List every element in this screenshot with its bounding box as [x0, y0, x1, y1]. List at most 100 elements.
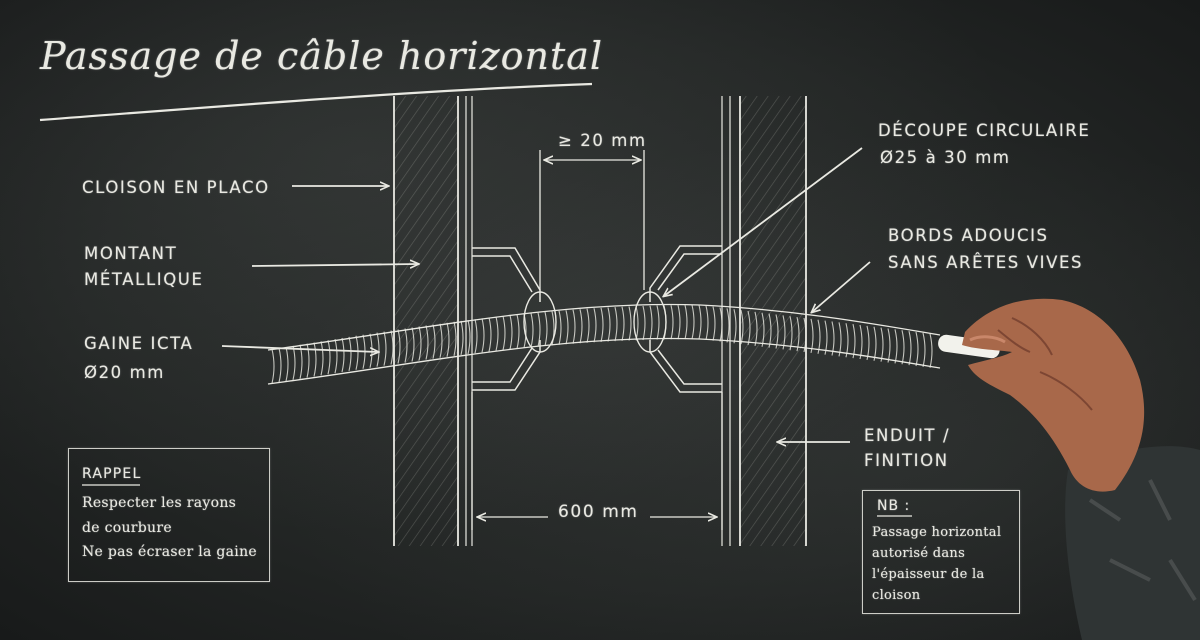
conduit-rib — [719, 307, 723, 342]
conduit-rib — [446, 322, 450, 357]
cutout-left — [523, 291, 557, 353]
rappel-box — [68, 448, 270, 582]
rappel-heading: RAPPEL — [82, 466, 142, 482]
metal-stud-right — [649, 245, 722, 393]
conduit-rib — [600, 307, 604, 343]
label-gaine-line2: Ø20 mm — [84, 363, 165, 382]
conduit-rib — [453, 321, 457, 356]
rappel-line-3: Ne pas écraser la gaine — [82, 544, 257, 560]
conduit-rib — [425, 325, 429, 360]
conduit-rib — [873, 326, 877, 361]
conduit-rib — [894, 329, 898, 364]
conduit-rib — [537, 312, 541, 347]
conduit-rib — [712, 306, 716, 341]
conduit-rib — [579, 309, 583, 344]
conduit-rib — [887, 328, 891, 363]
conduit-rib — [775, 314, 779, 349]
conduit-rib — [292, 345, 296, 381]
conduit-rib — [495, 316, 499, 351]
conduit-rib — [551, 311, 555, 346]
conduit-rib — [740, 309, 744, 345]
conduit-rib — [922, 332, 926, 368]
conduit-rib — [404, 328, 408, 363]
conduit-rib — [796, 316, 800, 352]
conduit-rib — [432, 324, 436, 359]
nb-line-2: autorisé dans — [872, 546, 966, 561]
conduit-rib — [411, 327, 415, 362]
conduit-rib — [761, 312, 765, 347]
sleeve — [1065, 446, 1200, 640]
conduit-rib — [334, 338, 338, 374]
conduit-rib — [726, 308, 730, 343]
conduit-rib — [439, 323, 443, 358]
conduit-rib — [369, 333, 373, 368]
conduit-rib — [663, 305, 667, 340]
conduit-rib — [390, 330, 394, 365]
conduit-rib — [635, 306, 639, 341]
conduit-rib — [782, 315, 786, 350]
conduit-rib — [901, 330, 905, 365]
nb-line-1: Passage horizontal — [872, 525, 1002, 540]
dimension-top — [539, 150, 645, 290]
conduit-rib — [460, 320, 464, 356]
gaine-icta-conduit — [267, 303, 941, 385]
conduit-rib — [824, 320, 828, 355]
arrow-bords — [812, 261, 871, 312]
label-cloison: CLOISON EN PLACO — [82, 178, 270, 197]
conduit-rib — [306, 343, 310, 378]
conduit-rib — [313, 342, 317, 377]
conduit-rib — [586, 308, 590, 343]
conduit-rib — [376, 332, 380, 367]
conduit-rib — [593, 308, 597, 343]
label-decoupe-line1: DÉCOUPE CIRCULAIRE — [878, 121, 1091, 140]
conduit-rib — [705, 305, 709, 340]
title-underline — [39, 82, 593, 122]
conduit-rib — [558, 310, 562, 345]
hand-holding-chalk — [938, 298, 1200, 640]
conduit-rib — [285, 346, 289, 382]
conduit-rib — [733, 309, 737, 344]
conduit-rib — [327, 340, 331, 375]
conduit-rib — [810, 318, 814, 354]
rappel-line-2: de courbure — [82, 520, 172, 536]
arrow-gaine — [221, 345, 378, 352]
conduit-rib — [866, 325, 870, 361]
label-gaine-line1: GAINE ICTA — [84, 334, 194, 353]
label-montant-line1: MONTANT — [84, 244, 178, 263]
conduit-rib — [684, 304, 688, 340]
conduit-rib — [299, 344, 303, 379]
conduit-rib — [852, 323, 856, 359]
dimension-bottom — [471, 392, 723, 530]
conduit-rib — [754, 311, 758, 347]
nb-box — [862, 490, 1020, 614]
conduit-rib — [859, 324, 863, 360]
conduit-rib — [908, 330, 912, 366]
conduit-rib — [474, 319, 478, 354]
conduit-rib — [544, 311, 548, 347]
right-partition — [721, 96, 807, 546]
conduit-rib — [803, 317, 807, 353]
conduit-rib — [929, 333, 933, 368]
conduit-rib — [516, 314, 520, 349]
conduit-rib — [817, 319, 821, 354]
conduit-rib — [397, 329, 401, 364]
dimension-bottom-label: 600 mm — [558, 502, 639, 522]
label-bords-line1: BORDS ADOUCIS — [888, 226, 1049, 245]
arrow-decoupe — [664, 147, 863, 296]
conduit-rib — [670, 305, 674, 340]
conduit-rib — [747, 310, 751, 346]
conduit-rib — [880, 327, 884, 362]
conduit-rib — [915, 331, 919, 367]
conduit-rib — [278, 348, 282, 383]
conduit-rib — [845, 323, 849, 358]
conduit-rib — [341, 337, 345, 373]
left-partition — [393, 96, 473, 546]
conduit-rib — [691, 304, 695, 340]
nb-line-4: cloison — [872, 588, 921, 603]
conduit-rib — [418, 326, 422, 361]
conduit-rib — [572, 309, 576, 344]
conduit-rib — [502, 315, 506, 351]
rappel-line-1: Respecter les rayons — [82, 495, 237, 511]
